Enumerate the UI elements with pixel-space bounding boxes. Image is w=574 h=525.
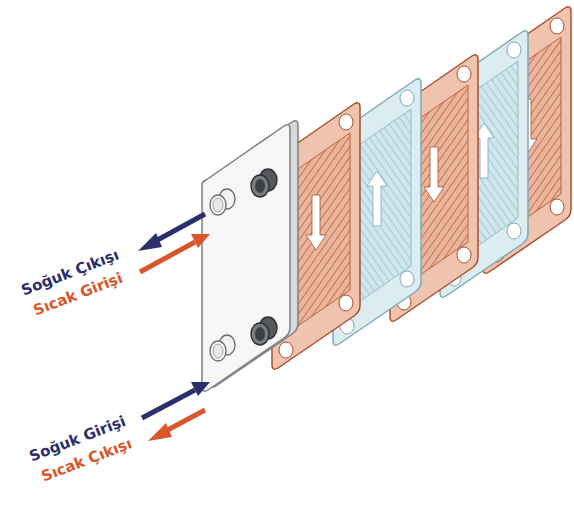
port-connector bbox=[251, 317, 277, 345]
port-connector bbox=[210, 335, 235, 361]
front-cover-plate bbox=[202, 121, 298, 392]
flow-arrow bbox=[140, 234, 210, 272]
port-connector bbox=[251, 169, 277, 197]
flow-arrow bbox=[148, 410, 205, 441]
port-connector bbox=[210, 189, 235, 215]
flow-arrow bbox=[138, 214, 205, 251]
